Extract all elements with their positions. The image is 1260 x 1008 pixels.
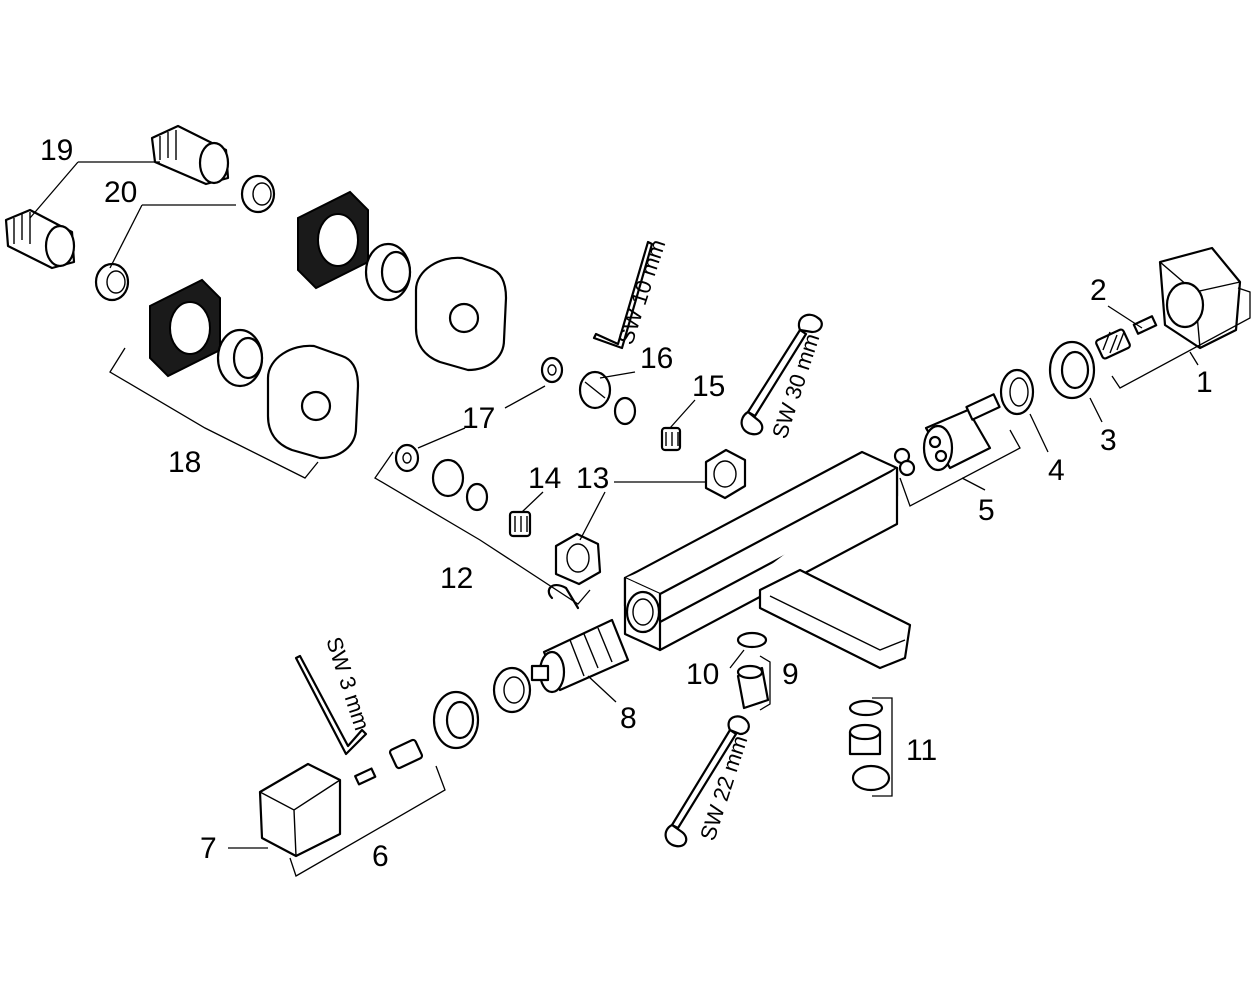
callout-11: 11 — [906, 734, 937, 767]
coupling-9 — [736, 664, 770, 710]
callout-3: 3 — [1100, 424, 1117, 457]
callout-16: 16 — [640, 342, 673, 375]
callout-14: 14 — [528, 462, 561, 495]
callout-6: 6 — [372, 840, 389, 873]
leader-lines — [29, 161, 1251, 877]
spindle-left — [388, 738, 424, 770]
callout-10: 10 — [686, 658, 719, 691]
callout-13: 13 — [576, 462, 609, 495]
handle-left-7 — [258, 762, 342, 858]
escutcheon-plate-lower — [149, 278, 221, 378]
screw-left — [354, 767, 377, 786]
callout-18: 18 — [168, 446, 201, 479]
cover-cap-lower — [266, 344, 360, 460]
tool-label-sw30: SW 30 mm — [767, 330, 824, 441]
mixer-body — [623, 450, 912, 670]
allen-key-sw10 — [592, 240, 654, 350]
callout-12: 12 — [440, 562, 473, 595]
wrench-sw22 — [664, 715, 750, 848]
callout-19: 19 — [40, 134, 73, 167]
washer-17-upper — [540, 356, 564, 384]
hex-nut-13-upper — [704, 448, 747, 500]
callout-15: 15 — [692, 370, 725, 403]
threaded-ring-upper — [364, 242, 412, 302]
callout-17: 17 — [462, 402, 495, 435]
callout-2: 2 — [1090, 274, 1107, 307]
nut-ring-left — [492, 666, 532, 714]
hex-nut-13-lower — [554, 532, 602, 586]
adapter-20-upper — [240, 174, 276, 214]
callout-20: 20 — [104, 176, 137, 209]
allen-key-sw3 — [294, 654, 368, 756]
cover-cap-upper — [414, 256, 508, 372]
adapter-left — [432, 690, 480, 750]
threaded-ring-lower — [216, 328, 264, 388]
tool-label-sw10: SW 10 mm — [613, 236, 670, 347]
callout-7: 7 — [200, 832, 217, 865]
wrench-sw30 — [740, 313, 823, 436]
thermostat-cartridge-8 — [530, 618, 630, 694]
callout-4: 4 — [1048, 454, 1065, 487]
filter-14 — [508, 510, 532, 538]
filter-15 — [660, 426, 682, 452]
threaded-spindle-right — [1095, 328, 1131, 360]
callout-5: 5 — [978, 494, 995, 527]
handle-right — [1158, 246, 1242, 350]
connector-19-lower — [4, 208, 76, 270]
aerator-parts-11 — [848, 699, 891, 792]
cartridge-5 — [893, 393, 1001, 477]
adapter-20-lower — [94, 262, 130, 302]
callout-labels: 1 2 3 4 5 6 7 8 9 10 11 12 13 14 15 16 1… — [40, 134, 1213, 873]
screw-small-right — [1132, 315, 1158, 335]
check-valve-12 — [431, 458, 489, 512]
callout-8: 8 — [620, 702, 637, 735]
connector-19-upper — [150, 124, 230, 186]
callout-9: 9 — [782, 658, 799, 691]
nut-ring-4 — [999, 368, 1035, 416]
washer-10 — [736, 631, 768, 649]
adapter-ring-3 — [1048, 340, 1096, 400]
washer-17-lower — [394, 443, 420, 473]
callout-1: 1 — [1196, 366, 1213, 399]
escutcheon-plate-upper — [297, 190, 369, 290]
check-valve-16 — [578, 370, 637, 426]
